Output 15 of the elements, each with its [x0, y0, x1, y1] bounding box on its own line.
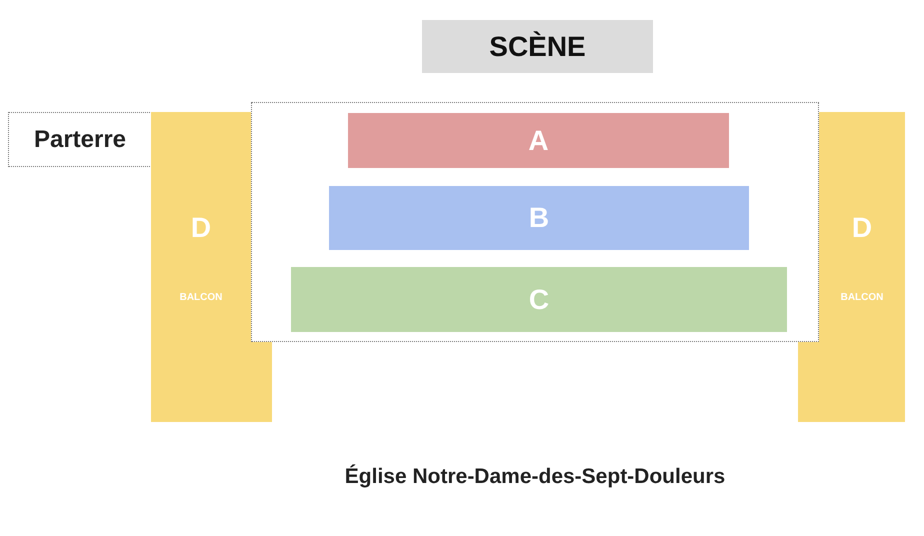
seating-area-outline	[251, 102, 819, 342]
seating-block	[329, 186, 749, 250]
section-letter: A	[527, 127, 550, 155]
section-letter: D	[190, 214, 212, 242]
section-label: Parterre	[32, 128, 128, 152]
section-letter: D	[850, 214, 874, 242]
section-letter: B	[528, 204, 550, 232]
balcony-label: BALCON	[178, 293, 224, 303]
caption: Église Notre-Dame-des-Sept-Douleurs	[344, 465, 726, 489]
seating-block	[348, 113, 729, 168]
stage-box	[422, 20, 653, 73]
seating-block	[291, 267, 787, 332]
section-letter: C	[528, 286, 550, 314]
stage-label: SCÈNE	[488, 33, 587, 61]
balcony-label: BALCON	[840, 293, 884, 303]
